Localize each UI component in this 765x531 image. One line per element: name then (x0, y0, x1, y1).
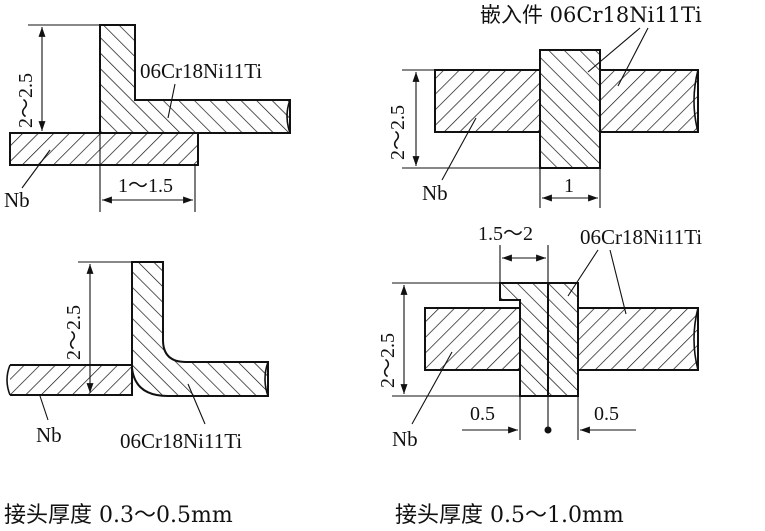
insert-label: 嵌入件 06Cr18Ni11Ti (480, 3, 702, 27)
nb-label: Nb (36, 423, 62, 447)
dim-vertical-label: 2～2.5 (15, 73, 37, 128)
t-insert-stem (547, 282, 579, 397)
stainless-plate-right (599, 69, 699, 133)
nb-plate (424, 307, 521, 371)
nb-plate (9, 132, 199, 166)
material-label: 06Cr18Ni11Ti (140, 59, 262, 83)
nb-label: Nb (4, 188, 30, 212)
nb-plate (10, 364, 133, 396)
dim-vertical-label: 2～2.5 (377, 333, 399, 388)
dim-right-label: 0.5 (594, 403, 619, 425)
diagram-top-left: 2～2.5 1～1.5 06Cr18Ni11Ti Nb (4, 24, 291, 212)
dim-vertical-label: 2～2.5 (387, 105, 409, 160)
material-label: 06Cr18Ni11Ti (580, 225, 702, 249)
dim-horizontal-label: 1 (564, 175, 574, 197)
diagram-bottom-left: 2～2.5 Nb 06Cr18Ni11Ti (6, 261, 269, 453)
dim-top-label: 1.5～2 (478, 223, 533, 245)
nb-label: Nb (392, 427, 418, 451)
diagram-bottom-right: 1.5～2 2～2.5 0.5 0.5 06Cr18Ni11Ti Nb (377, 223, 702, 451)
stainless-plate (577, 307, 699, 371)
nb-label: Nb (422, 181, 448, 205)
material-label: 06Cr18Ni11Ti (120, 429, 242, 453)
caption-left: 接头厚度 0.3～0.5mm (4, 503, 233, 528)
dim-left-label: 0.5 (470, 403, 495, 425)
nb-plate-left (434, 69, 541, 133)
diagram-top-right: 2～2.5 1 嵌入件 06Cr18Ni11Ti Nb (387, 3, 702, 208)
center-point (544, 426, 552, 434)
stainless-bent-part (131, 261, 269, 397)
caption-right: 接头厚度 0.5～1.0mm (395, 503, 624, 528)
dim-horizontal-label: 1～1.5 (118, 175, 173, 197)
dim-vertical-label: 2～2.5 (63, 305, 85, 360)
insert-block (539, 49, 601, 169)
